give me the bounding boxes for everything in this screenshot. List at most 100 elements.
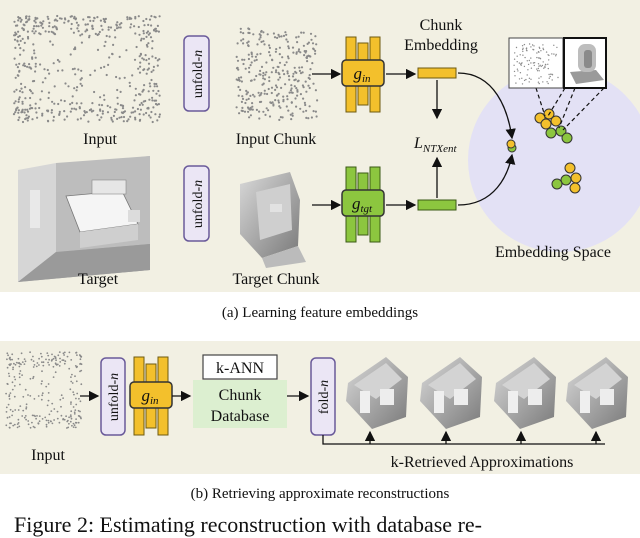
point-cloud-point	[158, 15, 161, 18]
point-cloud-point	[286, 40, 289, 43]
point-cloud-point	[296, 94, 299, 97]
point-cloud-point	[247, 107, 250, 110]
point-cloud-point	[50, 30, 53, 33]
point-cloud-point	[19, 53, 22, 56]
point-cloud-point	[145, 35, 148, 39]
point-cloud-point	[295, 87, 298, 90]
point-cloud-point	[78, 106, 81, 109]
point-cloud-point	[302, 31, 305, 34]
point-cloud-point	[29, 426, 32, 429]
point-cloud-point	[21, 361, 24, 363]
point-cloud-point	[270, 101, 273, 105]
point-cloud-point	[152, 29, 156, 32]
point-cloud-point	[156, 85, 159, 88]
point-cloud-point	[41, 418, 44, 420]
point-cloud-point	[16, 423, 19, 425]
point-cloud-point	[245, 98, 248, 101]
point-cloud-point	[80, 41, 83, 44]
point-cloud-point	[17, 357, 20, 360]
point-cloud-point	[122, 104, 125, 108]
point-cloud-point	[54, 362, 57, 365]
point-cloud-point	[69, 53, 72, 56]
point-cloud-point	[33, 32, 36, 35]
point-cloud-point	[40, 398, 43, 401]
point-cloud-point	[297, 48, 301, 51]
point-cloud-point	[72, 31, 75, 34]
arrows-panel-b	[80, 390, 605, 445]
chunk-database: k-ANN Chunk Database	[193, 354, 287, 428]
input-chunk-point-cloud	[235, 27, 319, 121]
point-cloud-point	[137, 67, 140, 70]
point-cloud-point	[112, 43, 115, 47]
point-cloud-point	[131, 106, 135, 109]
point-cloud-point	[56, 69, 60, 72]
point-cloud-point	[32, 425, 35, 428]
point-cloud-point	[45, 385, 48, 388]
point-cloud-point	[260, 30, 263, 33]
point-cloud-point	[33, 79, 36, 83]
point-cloud-point	[108, 56, 111, 59]
point-cloud-point	[34, 21, 37, 24]
svg-text:unfold-n: unfold-n	[191, 180, 206, 228]
point-cloud-point	[119, 90, 122, 93]
point-cloud-point	[21, 374, 23, 376]
point-cloud-point	[60, 394, 63, 397]
point-cloud-point	[69, 15, 72, 18]
point-cloud-point	[522, 50, 524, 53]
point-cloud-point	[81, 33, 84, 36]
point-cloud-point	[80, 84, 84, 87]
point-cloud-point	[278, 76, 282, 79]
point-cloud-point	[298, 66, 301, 69]
point-cloud-point	[18, 372, 21, 375]
point-cloud-point	[308, 55, 311, 58]
point-cloud-point	[21, 100, 24, 103]
point-cloud-point	[551, 73, 553, 76]
point-cloud-point	[236, 42, 239, 45]
point-cloud-point	[5, 406, 8, 409]
point-cloud-point	[152, 106, 155, 109]
point-cloud-point	[37, 422, 40, 425]
point-cloud-point	[34, 65, 37, 68]
point-cloud-point	[262, 74, 265, 77]
point-cloud-point	[310, 38, 313, 41]
point-cloud-point	[56, 410, 59, 413]
point-cloud-point	[239, 27, 242, 30]
point-cloud-point	[51, 26, 55, 29]
point-cloud-point	[290, 84, 293, 87]
point-cloud-point	[258, 100, 262, 104]
point-cloud-point	[47, 392, 50, 394]
point-cloud-point	[64, 82, 67, 85]
retrieved-render-4	[566, 357, 628, 429]
point-cloud-point	[102, 94, 106, 97]
point-cloud-point	[134, 87, 137, 90]
point-cloud-point	[274, 99, 277, 102]
point-cloud-point	[251, 102, 254, 105]
point-cloud-point	[156, 24, 159, 27]
point-cloud-point	[237, 76, 240, 79]
point-cloud-point	[553, 53, 555, 55]
point-cloud-point	[154, 102, 158, 106]
point-cloud-point	[120, 111, 123, 114]
point-cloud-point	[75, 421, 78, 424]
point-cloud-point	[47, 399, 50, 402]
input-chunk-label: Input Chunk	[236, 131, 316, 148]
point-cloud-point	[247, 27, 250, 30]
point-cloud-point	[13, 57, 16, 60]
point-cloud-point	[314, 89, 317, 92]
point-cloud-point	[311, 42, 315, 45]
point-cloud-point	[60, 17, 63, 20]
point-cloud-point	[48, 358, 50, 361]
point-cloud-point	[533, 45, 535, 47]
point-cloud-point	[32, 375, 35, 378]
point-cloud-point	[547, 67, 549, 70]
point-cloud-point	[69, 414, 72, 416]
point-cloud-point	[48, 364, 50, 366]
point-cloud-point	[41, 81, 45, 84]
point-cloud-point	[74, 365, 77, 367]
point-cloud-point	[285, 61, 288, 64]
point-cloud-point	[72, 426, 75, 428]
point-cloud-point	[145, 17, 148, 21]
point-cloud-point	[236, 79, 240, 82]
point-cloud-point	[314, 35, 317, 38]
point-cloud-point	[155, 82, 158, 86]
